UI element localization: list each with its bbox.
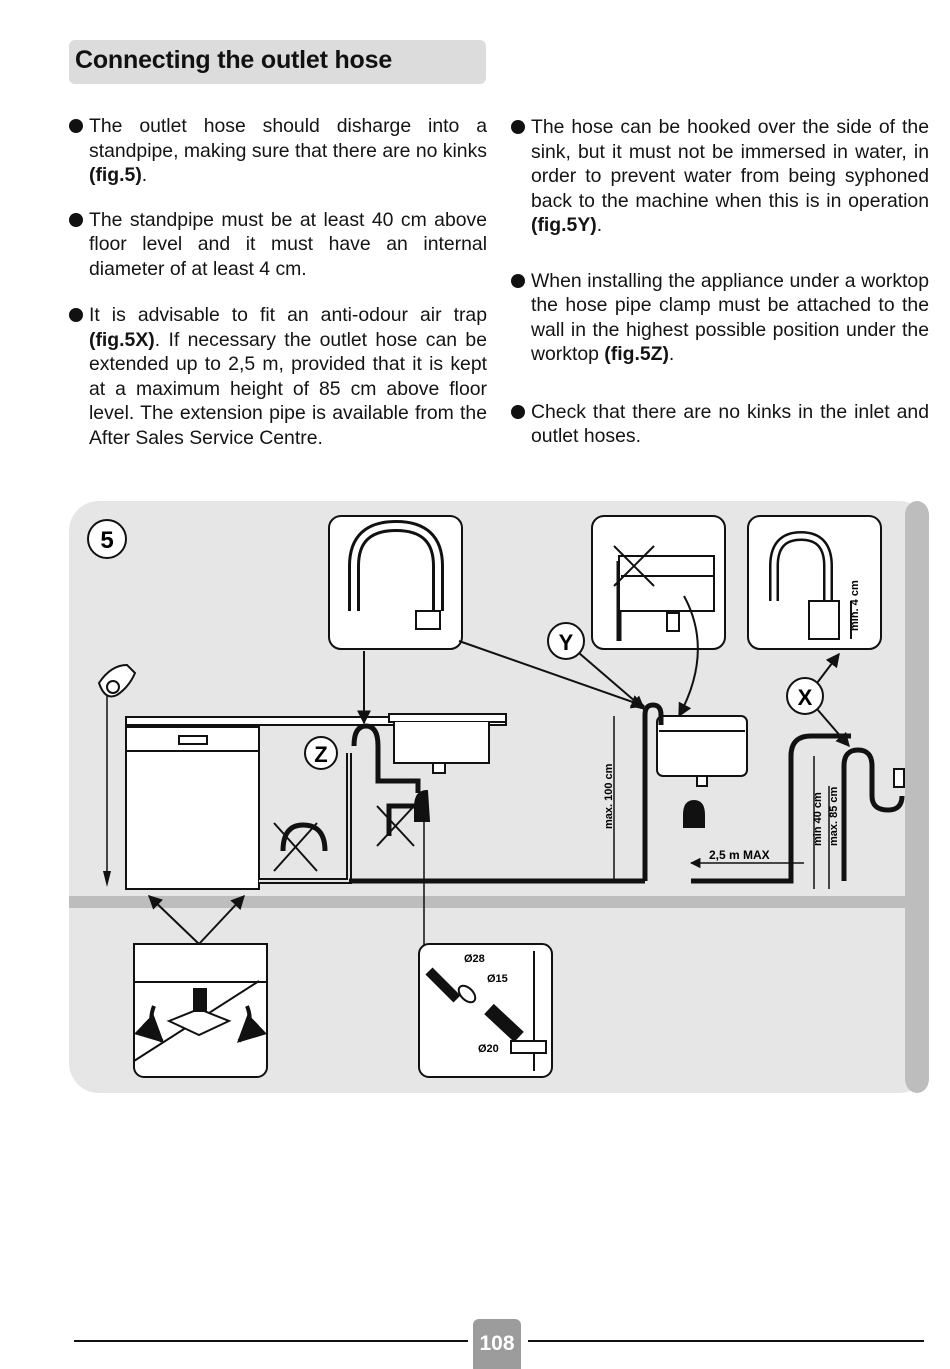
installation-figure: 5 Z (69, 501, 929, 1093)
dim-d20: Ø20 (478, 1043, 499, 1055)
x-hose (691, 733, 851, 884)
arrow-y-curve (678, 595, 699, 718)
left-column: The outlet hose should disharge into a s… (69, 114, 487, 450)
footer-rule-left (74, 1340, 468, 1342)
kinked-hose-crossed-icon (273, 822, 328, 872)
anti-odour-trap (841, 747, 905, 881)
y-hose (642, 702, 664, 881)
section-title: Connecting the outlet hose (75, 46, 393, 74)
paragraph: When installing the appliance under a wo… (511, 269, 929, 367)
figure-number-badge: 5 (87, 519, 127, 559)
dim-max-85cm: max. 85 cm (828, 786, 840, 846)
hand-icon (97, 663, 137, 698)
adjustable-feet-detail (133, 943, 268, 1078)
label-y-badge: Y (547, 622, 585, 660)
paragraph: The standpipe must be at least 40 cm abo… (69, 208, 487, 282)
section-title-box: Connecting the outlet hose (69, 40, 486, 84)
dim-d15: Ø15 (487, 973, 508, 985)
floor-line (69, 896, 905, 908)
label-z-badge: Z (304, 736, 338, 770)
dim-max-100cm: max. 100 cm (603, 763, 615, 829)
figure-right-edge (905, 501, 929, 1093)
paragraph: The hose can be hooked over the side of … (511, 115, 929, 238)
paragraph: The outlet hose should disharge into a s… (69, 114, 487, 188)
label-x: X (798, 685, 813, 710)
sink-hook-crossed-detail (591, 515, 726, 650)
label-x-badge: X (786, 677, 824, 715)
dim-max-2-5m: 2,5 m MAX (709, 848, 770, 862)
figure-number: 5 (100, 527, 113, 554)
plumb-bob (103, 871, 111, 887)
arrow-to-y (458, 640, 646, 709)
sink-icon (388, 713, 507, 822)
dim-min-4cm: min. 4 cm (849, 580, 861, 631)
hose-clamp-z (351, 723, 421, 793)
page-number: 108 (473, 1319, 521, 1369)
right-column: The hose can be hooked over the side of … (511, 115, 929, 449)
min-4cm-detail (747, 515, 882, 650)
label-y: Y (559, 630, 574, 655)
paragraph: It is advisable to fit an anti-odour air… (69, 303, 487, 450)
label-z: Z (314, 742, 327, 767)
dim-d28: Ø28 (464, 953, 485, 965)
paragraph: Check that there are no kinks in the inl… (511, 400, 929, 449)
hose-diameter-detail (418, 943, 553, 1078)
dishwasher-icon (125, 726, 260, 890)
dim-min-40cm: min 40 cm (812, 792, 824, 846)
hose-hook-detail (328, 515, 463, 650)
footer-rule-right (528, 1340, 924, 1342)
y-sink-icon (656, 715, 748, 828)
crossed-trap-icon (376, 803, 419, 847)
